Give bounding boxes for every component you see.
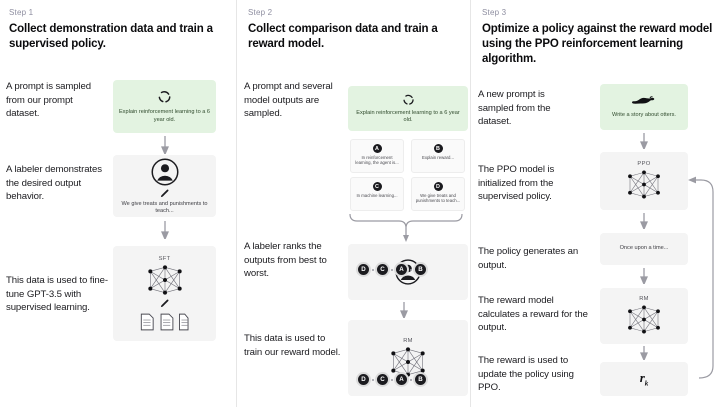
step-3-title: Optimize a policy against the reward mod… <box>482 23 713 65</box>
step-3-arrow-2 <box>640 213 648 229</box>
step-2-column: Step 2 Collect comparison data and train… <box>236 0 470 407</box>
step-3-caption-5: The reward is used to update the policy … <box>478 355 574 393</box>
step-2-prompt-text: Explain reinforcement learning to a 6 ye… <box>356 109 460 123</box>
rank-separator <box>372 268 374 271</box>
update-arrow-loop <box>685 170 719 382</box>
step-1-arrow-1 <box>161 136 169 154</box>
step-2-caption-2: A labeler ranks the outputs from best to… <box>244 241 327 279</box>
output-text-d: We give treats and punishments to teach.… <box>415 193 461 204</box>
rank-badge-2: C <box>377 264 388 275</box>
step-3-output-card: Once upon a time... <box>600 233 688 265</box>
step-3-ppo-label: PPO <box>637 161 651 167</box>
step-1-prompt-card: Explain reinforcement learning to a 6 ye… <box>113 80 216 133</box>
step-2-output-c: C In machine learning... <box>350 177 404 211</box>
step-1-sft-label: SFT <box>158 255 171 262</box>
output-text-b: Explain reward... <box>421 155 454 160</box>
step-3-arrow-1 <box>640 133 648 149</box>
step-2-rm-ranking: D C A B <box>358 374 426 385</box>
step-1-prompt-text: Explain reinforcement learning to a 6 ye… <box>118 109 211 123</box>
step-2-label: Step 2 <box>248 8 273 17</box>
step-3-output-text: Once upon a time... <box>619 245 669 252</box>
neural-network-icon <box>623 303 665 336</box>
neural-network-icon <box>143 263 187 297</box>
labeler-person-icon <box>150 157 180 187</box>
reward-subscript: k <box>644 379 649 388</box>
step-3-reward-card: rk <box>600 362 688 396</box>
recycle-icon <box>402 93 415 106</box>
step-3-prompt-text: Write a story about otters. <box>612 111 676 118</box>
rm-rank-badge-1: D <box>358 374 369 385</box>
step-3-caption-4: The reward model calculates a reward for… <box>478 295 588 333</box>
neural-network-icon <box>386 345 430 379</box>
pencil-icon <box>159 188 170 199</box>
step-1-arrow-2 <box>161 221 169 239</box>
step-2-caption-3: This data is used to train our reward mo… <box>244 333 341 358</box>
rm-rank-badge-3: A <box>396 374 407 385</box>
neural-network-icon <box>623 168 665 201</box>
rank-separator <box>391 268 393 271</box>
pencil-icon <box>159 298 170 309</box>
step-1-title: Collect demonstration data and train a s… <box>9 23 213 50</box>
step-2-arrow-2 <box>400 302 408 318</box>
step-1-column: Step 1 Collect demonstration data and tr… <box>0 0 236 407</box>
step-3-rm-label: RM <box>639 296 649 302</box>
output-badge-b: B <box>433 144 443 153</box>
rank-separator <box>391 378 393 381</box>
output-badge-c: C <box>372 182 382 191</box>
step-2-brace-arrow <box>347 212 469 242</box>
output-text-a: In reinforcement learning, the agent is.… <box>355 155 399 166</box>
step-3-prompt-card: Write a story about otters. <box>600 84 688 130</box>
rank-separator <box>372 378 374 381</box>
step-1-labeler-card: We give treats and punishments to teach.… <box>113 155 216 217</box>
step-1-sft-card: SFT <box>113 246 216 341</box>
step-1-label: Step 1 <box>9 8 34 17</box>
step-1-caption-1: A prompt is sampled from our prompt data… <box>6 81 92 119</box>
rank-separator <box>410 378 412 381</box>
rank-badge-4: B <box>415 264 426 275</box>
step-1-labeler-text: We give treats and punishments to teach.… <box>121 200 208 214</box>
rank-badge-3: A <box>396 264 407 275</box>
step-1-caption-2: A labeler demonstrates the desired outpu… <box>6 164 102 202</box>
step-3-ppo-card: PPO <box>600 152 688 210</box>
output-badge-d: D <box>433 182 443 191</box>
step-2-caption-1: A prompt and several model outputs are s… <box>244 81 333 119</box>
reward-symbol: r <box>639 370 645 386</box>
step-1-caption-3: This data is used to fine-tune GPT-3.5 w… <box>6 275 108 313</box>
step-3-caption-3: The policy generates an output. <box>478 246 579 271</box>
step-2-labeler-ranking: D C A B <box>358 264 426 275</box>
rm-rank-badge-2: C <box>377 374 388 385</box>
rank-badge-1: D <box>358 264 369 275</box>
step-3-arrow-3 <box>640 268 648 284</box>
step-3-column: Step 3 Optimize a policy against the rew… <box>470 0 720 407</box>
recycle-icon <box>157 89 172 104</box>
rank-separator <box>410 268 412 271</box>
step-3-caption-2: The PPO model is initialized from the su… <box>478 164 555 202</box>
step-2-output-a: A In reinforcement learning, the agent i… <box>350 139 404 173</box>
documents-icon <box>140 312 190 332</box>
step-2-title: Collect comparison data and train a rewa… <box>248 23 438 50</box>
step-2-output-d: D We give treats and punishments to teac… <box>411 177 465 211</box>
step-2-prompt-card: Explain reinforcement learning to a 6 ye… <box>348 86 468 131</box>
step-2-rm-label: RM <box>403 337 413 344</box>
output-text-c: In machine learning... <box>356 193 398 198</box>
step-3-label: Step 3 <box>482 8 507 17</box>
step-3-rm-card: RM <box>600 288 688 344</box>
step-3-caption-1: A new prompt is sampled from the dataset… <box>478 89 551 127</box>
rm-rank-badge-4: B <box>415 374 426 385</box>
step-2-output-b: B Explain reward... <box>411 139 465 173</box>
output-badge-a: A <box>372 144 382 153</box>
step-3-arrow-4 <box>640 346 648 360</box>
step-2-rm-card: RM <box>348 320 468 396</box>
otter-icon <box>631 95 657 108</box>
